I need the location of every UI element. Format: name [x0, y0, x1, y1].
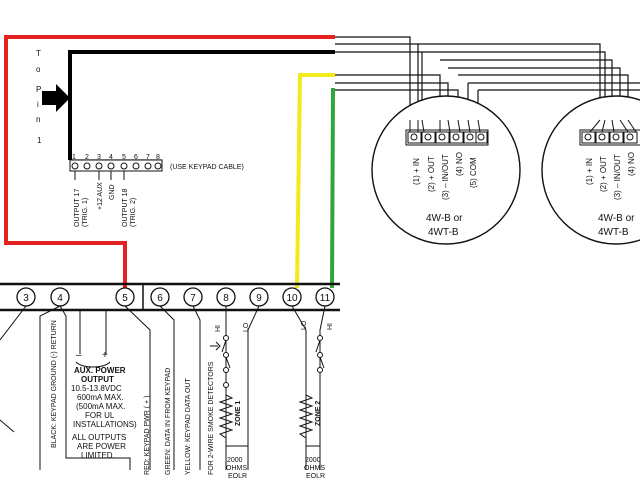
svg-text:(5) COM: (5) COM	[469, 157, 478, 188]
green-wire	[330, 88, 335, 289]
vertical-labels: BLACK: KEYPAD GROUND (-) RETURN RED: KEY…	[51, 320, 215, 475]
svg-text:LO: LO	[243, 322, 250, 332]
svg-text:(4) NO: (4) NO	[455, 152, 464, 176]
to-label-o: o	[36, 65, 41, 74]
zone-1-label: ZONE 1	[235, 401, 242, 426]
arrow-icon	[42, 84, 70, 112]
gnd-label: GND	[109, 184, 116, 200]
svg-text:RED: KEYPAD PWR ( + ): RED: KEYPAD PWR ( + )	[144, 396, 151, 475]
svg-text:8: 8	[156, 154, 160, 161]
svg-text:OHMS: OHMS	[304, 465, 325, 472]
detector-2-model-2: 4WT-B	[598, 227, 629, 238]
svg-text:7: 7	[190, 293, 196, 304]
svg-text:(2) + OUT: (2) + OUT	[427, 156, 436, 192]
pin-header: T o P i n 1 1 2 3 4 5 6 7 8 (USE KEYPAD …	[36, 49, 244, 227]
svg-text:1: 1	[72, 154, 76, 161]
svg-text:2000: 2000	[227, 457, 243, 464]
detector-1: (1) + IN (2) + OUT (3) – IN/OUT (4) NO (…	[371, 95, 521, 245]
svg-text:2000: 2000	[305, 457, 321, 464]
svg-text:11: 11	[320, 293, 331, 304]
svg-text:LO: LO	[301, 320, 308, 330]
detector-1-model-2: 4WT-B	[428, 227, 459, 238]
svg-text:OHMS: OHMS	[226, 465, 247, 472]
yellow-wire	[295, 73, 335, 289]
svg-text:INSTALLATIONS): INSTALLATIONS)	[73, 420, 137, 429]
svg-text:10.5-13.8VDC: 10.5-13.8VDC	[71, 384, 122, 393]
svg-text:(3) – IN/OUT: (3) – IN/OUT	[613, 154, 622, 200]
svg-text:EOLR: EOLR	[306, 473, 325, 480]
svg-text:+: +	[102, 350, 108, 361]
svg-text:GREEN: DATA IN FROM KEYPAD: GREEN: DATA IN FROM KEYPAD	[165, 368, 172, 475]
svg-text:(4) NO: (4) NO	[627, 152, 636, 176]
output18-label: OUTPUT 18	[122, 189, 129, 227]
svg-text:9: 9	[256, 293, 262, 304]
detector-2-model: 4W-B or	[598, 213, 635, 224]
detector-1-model: 4W-B or	[426, 213, 463, 224]
detector-2: (1) + IN (2) + OUT (3) – IN/OUT (4) NO 4…	[541, 95, 640, 245]
svg-text:3: 3	[97, 154, 101, 161]
panel-strip: 3 4 5 6 7 8 9 10 11	[0, 282, 340, 312]
aux-power-block: – + AUX. POWER OUTPUT 10.5-13.8VDC 600mA…	[71, 310, 137, 460]
output17-trig: (TRIG. 1)	[82, 198, 89, 227]
use-keypad-cable: (USE KEYPAD CABLE)	[170, 164, 244, 171]
svg-text:–: –	[76, 350, 82, 361]
svg-text:3: 3	[23, 293, 29, 304]
svg-text:LIMITED.: LIMITED.	[81, 451, 115, 460]
black-wire	[68, 50, 335, 160]
svg-text:4: 4	[109, 154, 113, 161]
svg-text:(1) + IN: (1) + IN	[412, 158, 421, 185]
svg-text:(2) + OUT: (2) + OUT	[599, 156, 608, 192]
wires	[4, 35, 335, 289]
svg-text:(1) + IN: (1) + IN	[585, 158, 594, 185]
pin-label-i: i	[37, 100, 39, 109]
svg-text:10: 10	[286, 293, 298, 304]
pin-label-p: P	[36, 85, 41, 94]
svg-text:FOR UL: FOR UL	[85, 411, 115, 420]
svg-text:6: 6	[157, 293, 163, 304]
svg-text:6: 6	[134, 154, 138, 161]
svg-text:600mA MAX.: 600mA MAX.	[77, 393, 124, 402]
svg-text:8: 8	[223, 293, 229, 304]
svg-text:EOLR: EOLR	[228, 473, 247, 480]
svg-text:HI: HI	[327, 323, 334, 330]
terminal-numbers: 3 4 5 6 7 8 9 10 11	[23, 293, 330, 304]
svg-text:2: 2	[85, 154, 89, 161]
pin-label-n: n	[36, 115, 40, 124]
zone-2-label: ZONE 2	[315, 401, 322, 426]
aux12-label: +12 AUX	[97, 182, 104, 210]
svg-text:(500mA MAX.: (500mA MAX.	[76, 402, 125, 411]
svg-text:YELLOW: KEYPAD DATA OUT: YELLOW: KEYPAD DATA OUT	[185, 378, 192, 475]
output17-label: OUTPUT 17	[74, 189, 81, 227]
svg-text:4: 4	[57, 293, 63, 304]
svg-text:ARE POWER: ARE POWER	[77, 442, 126, 451]
pin-number-row: 1 2 3 4 5 6 7 8	[72, 154, 160, 161]
zone-2: LO HI ZONE 2 2000 OHMS EOLR	[298, 320, 334, 480]
red-wire	[4, 35, 335, 288]
svg-text:HI: HI	[215, 325, 222, 332]
svg-text:FOR 2-WIRE SMOKE DETECTORS: FOR 2-WIRE SMOKE DETECTORS	[208, 361, 215, 475]
svg-text:5: 5	[122, 154, 126, 161]
zone-1: HI LO ZONE 1 2000 OHMS EOLR	[210, 322, 250, 480]
svg-text:AUX. POWER: AUX. POWER	[74, 366, 126, 375]
svg-text:ALL OUTPUTS: ALL OUTPUTS	[72, 433, 126, 442]
output18-trig: (TRIG. 2)	[130, 198, 137, 227]
svg-text:OUTPUT: OUTPUT	[81, 375, 114, 384]
panel-wiring	[0, 305, 326, 470]
svg-text:BLACK: KEYPAD GROUND (-) RETUR: BLACK: KEYPAD GROUND (-) RETURN	[51, 320, 58, 448]
to-label-t: T	[36, 49, 41, 58]
svg-text:5: 5	[122, 293, 128, 304]
svg-text:(3) – IN/OUT: (3) – IN/OUT	[441, 154, 450, 200]
svg-text:7: 7	[146, 154, 150, 161]
pin-connector	[69, 159, 163, 172]
pin-number: 1	[37, 136, 42, 145]
